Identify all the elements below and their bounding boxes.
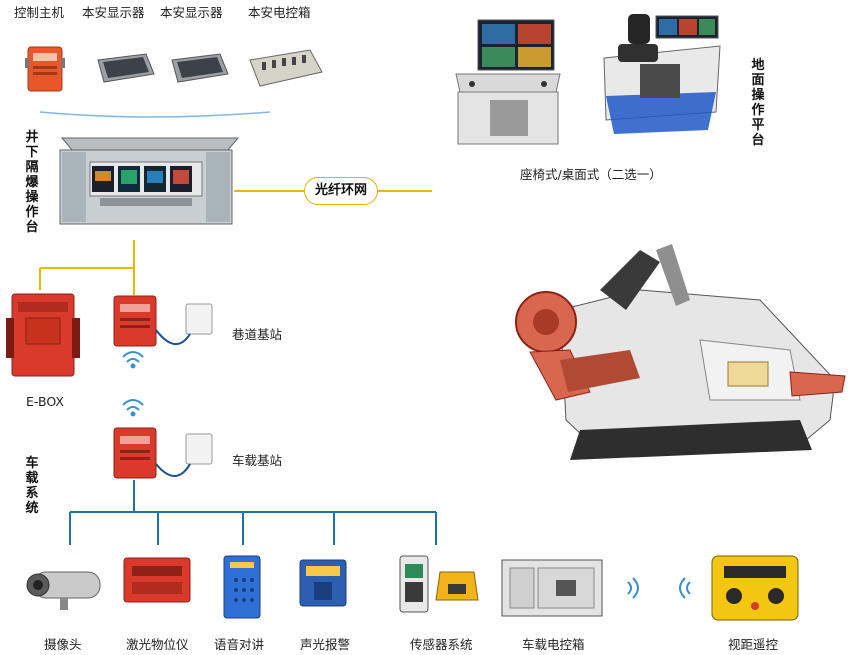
remote-image <box>711 555 799 621</box>
camera-label: 摄像头 <box>44 637 82 652</box>
display-1-image <box>97 53 155 83</box>
ebox-image <box>6 293 80 377</box>
control-host-label: 控制主机 <box>14 5 65 20</box>
roadway-station-image <box>113 295 213 347</box>
laser-label: 激光物位仪 <box>126 637 189 652</box>
intercom-image <box>223 555 261 619</box>
wifi-remote-left-icon <box>627 577 639 599</box>
vehicle-bus-lines <box>69 480 437 545</box>
ground-option-label: 座椅式/桌面式（二选一） <box>520 167 662 182</box>
underground-console-label: 井下隔爆操作台 <box>25 130 39 235</box>
alarm-label: 声光报警 <box>300 637 351 652</box>
underground-console-image <box>59 137 240 225</box>
sensor-image <box>399 555 479 613</box>
remote-label: 视距遥控 <box>728 637 779 652</box>
desk-console-image <box>455 19 561 145</box>
vehicle-station-label: 车载基站 <box>232 453 283 468</box>
control-host-image <box>25 46 65 92</box>
display-2-label: 本安显示器 <box>160 5 223 20</box>
display-2-image <box>171 53 229 83</box>
control-box-image <box>249 49 323 87</box>
wifi-roadway-icon <box>122 351 144 369</box>
roadway-station-label: 巷道基站 <box>232 327 283 342</box>
vehicle-box-image <box>501 559 603 617</box>
wifi-vehicle-icon <box>122 399 144 417</box>
sensor-label: 传感器系统 <box>410 637 473 652</box>
intercom-label: 语音对讲 <box>214 637 265 652</box>
control-box-label: 本安电控箱 <box>248 5 311 20</box>
roadheader-image <box>515 244 846 460</box>
top-devices-connector <box>39 111 271 118</box>
camera-image <box>26 571 101 610</box>
laser-image <box>123 557 191 603</box>
vehicle-box-label: 车载电控箱 <box>522 637 585 652</box>
display-1-label: 本安显示器 <box>82 5 145 20</box>
vehicle-station-image <box>113 427 213 479</box>
ebox-label: E-BOX <box>26 394 64 409</box>
vehicle-system-label: 车载系统 <box>25 456 39 516</box>
alarm-image <box>299 559 347 607</box>
ground-platform-label: 地面操作平台 <box>751 58 765 148</box>
seat-console-image <box>603 14 721 134</box>
wifi-remote-right-icon <box>679 577 691 599</box>
fiber-ring-label: 光纤环网 <box>304 177 378 205</box>
